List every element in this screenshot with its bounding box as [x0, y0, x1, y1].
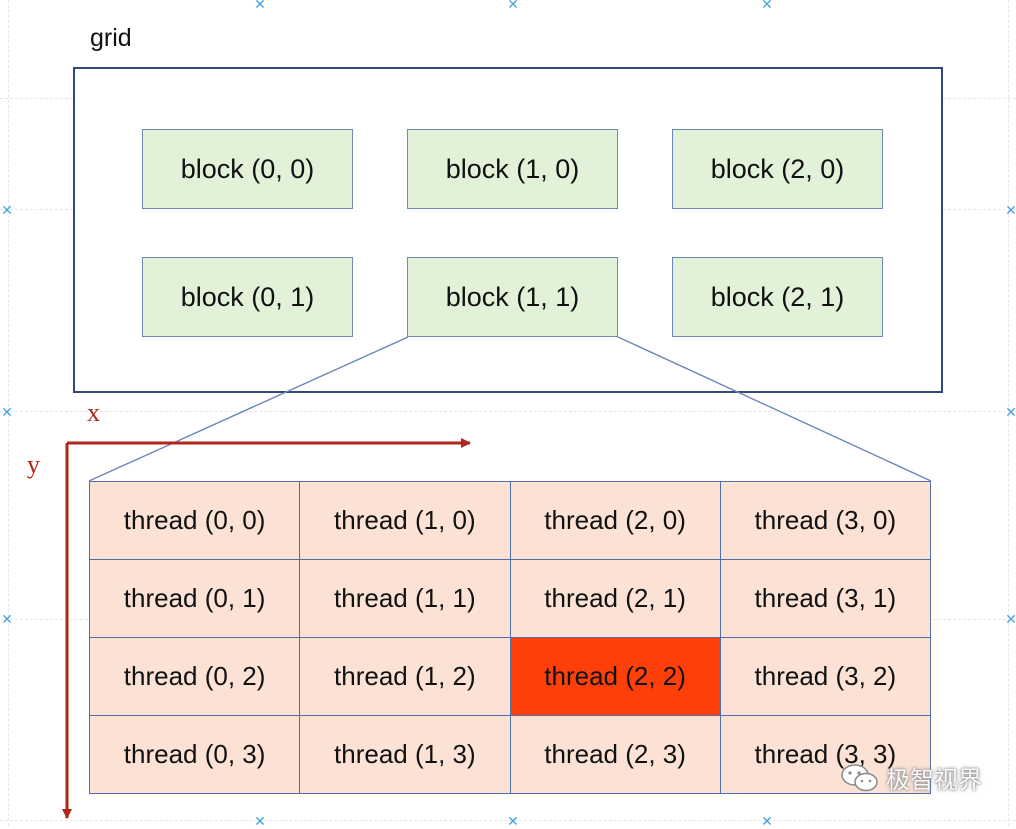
thread-row: thread (0, 2)thread (1, 2)thread (2, 2)t…	[88, 637, 932, 716]
thread-cell-1-3: thread (1, 3)	[299, 715, 511, 794]
canvas-marker-icon: ✕	[1005, 202, 1016, 218]
canvas-marker-icon: ✕	[1, 202, 13, 218]
canvas-marker-icon: ✕	[761, 0, 773, 12]
thread-cell-0-1: thread (0, 1)	[88, 559, 301, 638]
thread-cell-3-1: thread (3, 1)	[719, 559, 932, 638]
canvas-marker-icon: ✕	[1, 611, 13, 627]
canvas-marker-icon: ✕	[1005, 404, 1016, 420]
x-axis-label: x	[87, 398, 100, 427]
thread-row: thread (0, 3)thread (1, 3)thread (2, 3)t…	[88, 715, 932, 794]
thread-cell-0-3: thread (0, 3)	[88, 715, 301, 794]
thread-cell-1-1: thread (1, 1)	[299, 559, 511, 638]
thread-cell-2-0: thread (2, 0)	[509, 481, 721, 560]
block-0-0: block (0, 0)	[142, 129, 353, 209]
thread-cell-1-2: thread (1, 2)	[299, 637, 511, 716]
block-0-1: block (0, 1)	[142, 257, 353, 337]
watermark-text: 极智视界	[886, 767, 982, 794]
block-1-1: block (1, 1)	[407, 257, 618, 337]
watermark: 极智视界	[840, 760, 982, 795]
thread-cell-0-2: thread (0, 2)	[88, 637, 301, 716]
canvas-marker-icon: ✕	[254, 0, 266, 12]
y-axis-label: y	[27, 450, 40, 479]
thread-cell-1-0: thread (1, 0)	[299, 481, 511, 560]
thread-row: thread (0, 0)thread (1, 0)thread (2, 0)t…	[88, 481, 932, 560]
thread-block-grid: thread (0, 0)thread (1, 0)thread (2, 0)t…	[88, 481, 932, 794]
thread-cell-3-0: thread (3, 0)	[719, 481, 932, 560]
wechat-icon	[841, 763, 878, 791]
thread-cell-3-3: thread (3, 3)	[719, 715, 932, 794]
canvas-marker-icon: ✕	[761, 813, 773, 829]
canvas-marker-icon: ✕	[507, 813, 519, 829]
connector-right-line	[617, 336, 932, 482]
thread-cell-0-0: thread (0, 0)	[88, 481, 301, 560]
thread-cell-2-2: thread (2, 2)	[509, 637, 721, 716]
block-1-0: block (1, 0)	[407, 129, 618, 209]
connector-left-line	[88, 336, 409, 482]
grid-label: grid	[90, 24, 132, 52]
thread-row: thread (0, 1)thread (1, 1)thread (2, 1)t…	[88, 559, 932, 638]
canvas-marker-icon: ✕	[1, 404, 13, 420]
thread-cell-2-1: thread (2, 1)	[509, 559, 721, 638]
canvas-marker-icon: ✕	[507, 0, 519, 12]
block-2-1: block (2, 1)	[672, 257, 883, 337]
thread-cell-3-2: thread (3, 2)	[719, 637, 932, 716]
canvas-marker-icon: ✕	[254, 813, 266, 829]
canvas-marker-icon: ✕	[1005, 611, 1016, 627]
grid-container	[73, 67, 943, 393]
block-2-0: block (2, 0)	[672, 129, 883, 209]
thread-cell-2-3: thread (2, 3)	[509, 715, 721, 794]
